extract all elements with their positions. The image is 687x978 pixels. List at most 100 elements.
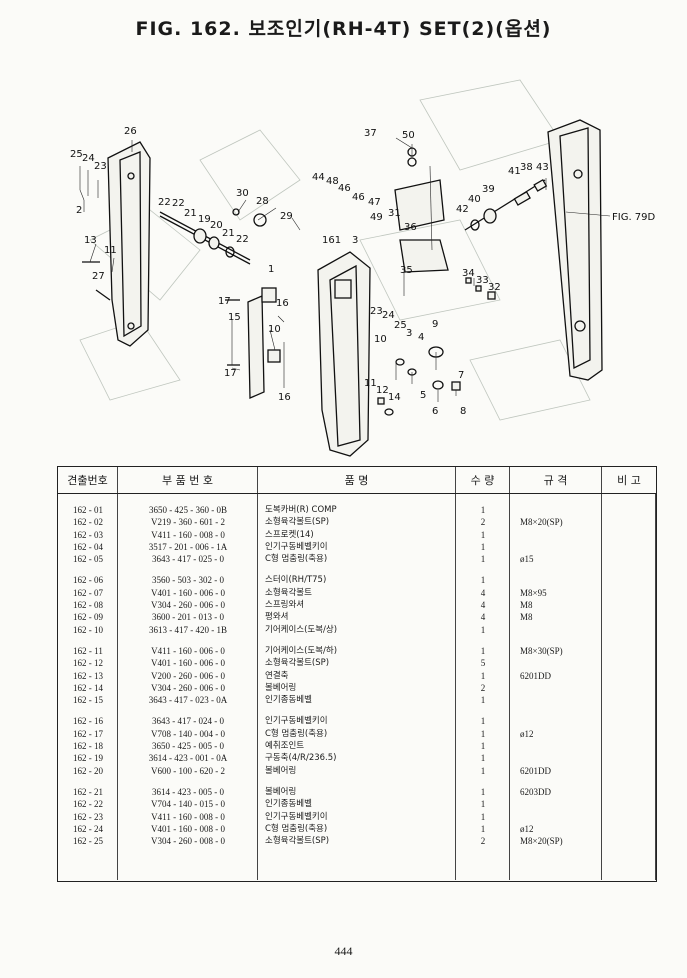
cell-qty: 4 [480,600,486,611]
callout-22-shaft: 22 [236,234,249,245]
callout-33: 33 [476,275,489,286]
cell-name: 예취조인트 [265,741,305,752]
cell-part-no: 3613 - 417 - 420 - 1B [149,624,227,635]
cell-qty: 4 [480,612,486,623]
cell-remarks [602,645,656,657]
cell-qty: 1 [480,765,486,776]
cell-spec: ø12 [520,823,534,834]
cell-index: 162 - 19 [73,753,103,764]
cell-remarks [602,694,656,706]
callout-14: 14 [388,392,401,403]
callout-13: 13 [84,235,97,246]
cell-name: C형 멈춤링(축용) [265,728,328,739]
cell-name: 인기종동베벨 [265,799,312,810]
cell-name: 연결축 [265,670,289,681]
cell-part-no: 3650 - 425 - 360 - 0B [149,505,227,515]
exploded-parts-diagram: 26 25 24 23 2 13 11 27 22 22 21 19 20 21… [0,40,687,460]
cell-name: 스터이(RH/T75) [265,575,327,586]
cell-remarks [602,765,656,777]
callout-3b: 3 [406,328,412,339]
cell-remarks [602,835,656,847]
cell-remarks [602,611,656,623]
cell-part-no: V401 - 160 - 006 - 0 [151,587,225,598]
cell-name: 인기구동베벨키이 [265,811,328,822]
callout-3: 3 [352,235,358,246]
cell-qty: 1 [480,753,486,764]
cell-part-no: V401 - 160 - 008 - 0 [151,823,225,834]
callout-30: 30 [236,188,249,199]
leader-lines [79,137,611,402]
cell-spec: 6201DD [520,670,551,681]
header-part-no: 부 품 번 호 [118,467,258,493]
cell-qty: 1 [480,786,486,797]
callout-20: 20 [210,220,223,231]
cell-remarks [602,657,656,669]
cell-spec: M8 [520,600,533,611]
cell-part-no: 3600 - 201 - 013 - 0 [152,612,224,623]
cell-part-no: V708 - 140 - 004 - 0 [151,728,225,739]
cell-remarks [602,529,656,541]
cell-name: 소형육각볼트(SP) [265,658,330,669]
callout-29: 29 [280,211,293,222]
cell-spec [510,694,602,706]
cell-remarks [602,624,656,636]
callout-16b: 16 [278,392,291,403]
upper-bracket [394,147,449,273]
callout-9: 9 [432,319,438,330]
cell-spec [510,811,602,823]
cell-index: 162 - 21 [73,786,103,797]
cell-qty: 1 [480,575,486,586]
cell-qty: 1 [480,624,486,635]
cell-remarks [602,728,656,740]
callout-36: 36 [404,222,417,233]
callout-labels: 26 25 24 23 2 13 11 27 22 22 21 19 20 21… [70,126,656,417]
cell-name: 소형육각볼트(SP) [265,836,330,847]
callout-25: 25 [70,149,83,160]
callout-15: 15 [228,312,241,323]
cell-index: 162 - 24 [73,823,103,834]
cell-qty: 1 [480,811,486,822]
cell-spec [510,715,602,727]
cell-part-no: 3643 - 417 - 023 - 0A [148,695,228,706]
cell-qty: 1 [480,823,486,834]
cell-part-no: V411 - 160 - 008 - 0 [151,529,225,540]
cell-remarks [602,587,656,599]
callout-11a: 11 [104,245,117,256]
callout-41: 41 [508,166,521,177]
cell-part-no: V600 - 100 - 620 - 2 [151,765,225,776]
callout-48: 48 [326,176,339,187]
cell-spec: M8×20(SP) [520,517,563,528]
callout-25b: 25 [394,320,407,331]
cell-remarks [602,574,656,586]
header-qty: 수 량 [456,467,510,493]
cell-name: 기어케이스(도복/상) [265,624,338,635]
callout-44: 44 [312,172,325,183]
cell-remarks [602,823,656,835]
cell-name: 소형육각볼트 [265,587,312,598]
cell-qty: 1 [480,529,486,540]
cell-spec: ø15 [520,554,534,565]
callout-32: 32 [488,282,501,293]
cell-index: 162 - 01 [73,505,103,515]
callout-12: 12 [376,385,389,396]
left-frame-part [107,141,151,347]
drive-shaft-parts [159,211,267,265]
cell-spec: M8×30(SP) [520,645,563,656]
cell-index: 162 - 06 [73,575,103,586]
cell-qty: 2 [480,836,486,847]
cell-spec: 6201DD [520,765,551,776]
cell-qty: 1 [480,670,486,681]
callout-10a: 10 [268,324,281,335]
cell-qty: 1 [480,695,486,706]
callout-40: 40 [468,194,481,205]
